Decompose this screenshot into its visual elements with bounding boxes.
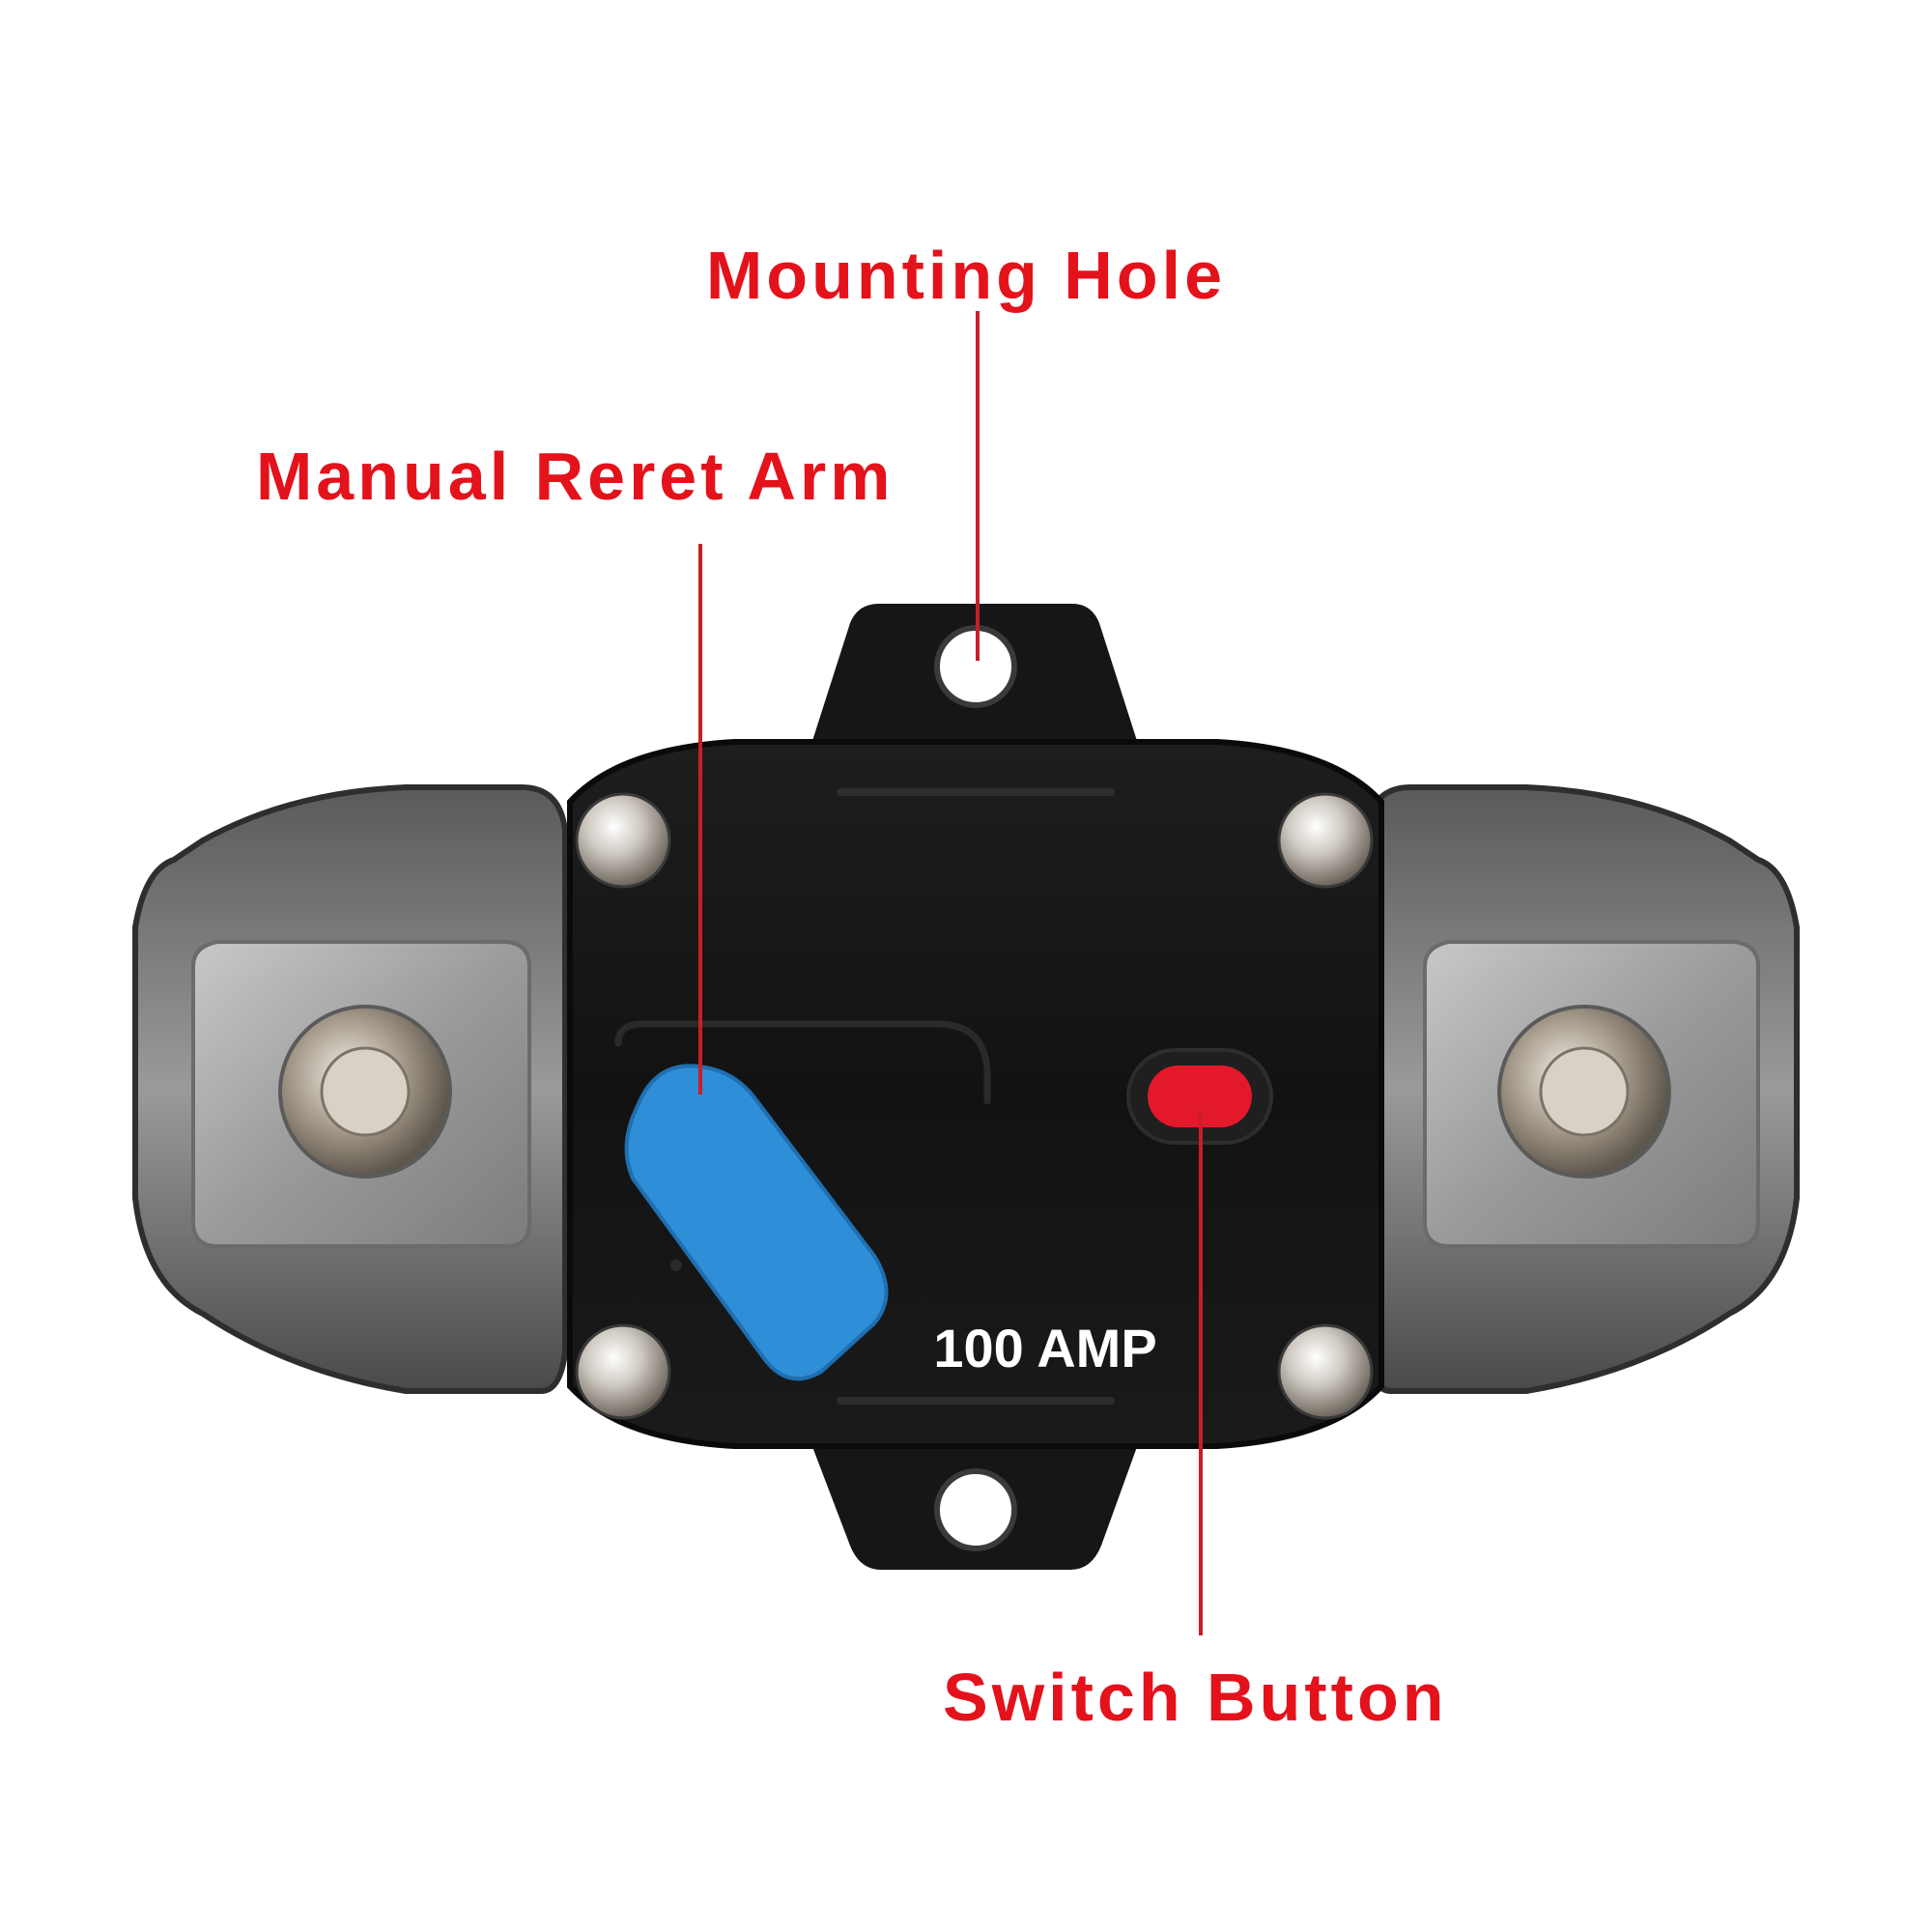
switch-button[interactable] — [1126, 1048, 1273, 1145]
manual-reset-arm[interactable] — [624, 1064, 889, 1381]
rivet-bottom-right — [1277, 1323, 1374, 1420]
rivet-top-right — [1277, 792, 1374, 889]
right-terminal-cover — [1364, 784, 1800, 1394]
rivet-top-left — [575, 792, 671, 889]
amp-rating-text: 100 AMP — [933, 1318, 1156, 1378]
manual-reset-arm-label: Manual Reret Arm — [256, 439, 895, 514]
mounting-hole-label: Mounting Hole — [706, 238, 1227, 313]
switch-button-label: Switch Button — [943, 1660, 1448, 1735]
mounting-hole-bottom — [934, 1468, 1017, 1551]
rivet-bottom-left — [575, 1323, 671, 1420]
left-terminal-cover — [132, 784, 568, 1394]
